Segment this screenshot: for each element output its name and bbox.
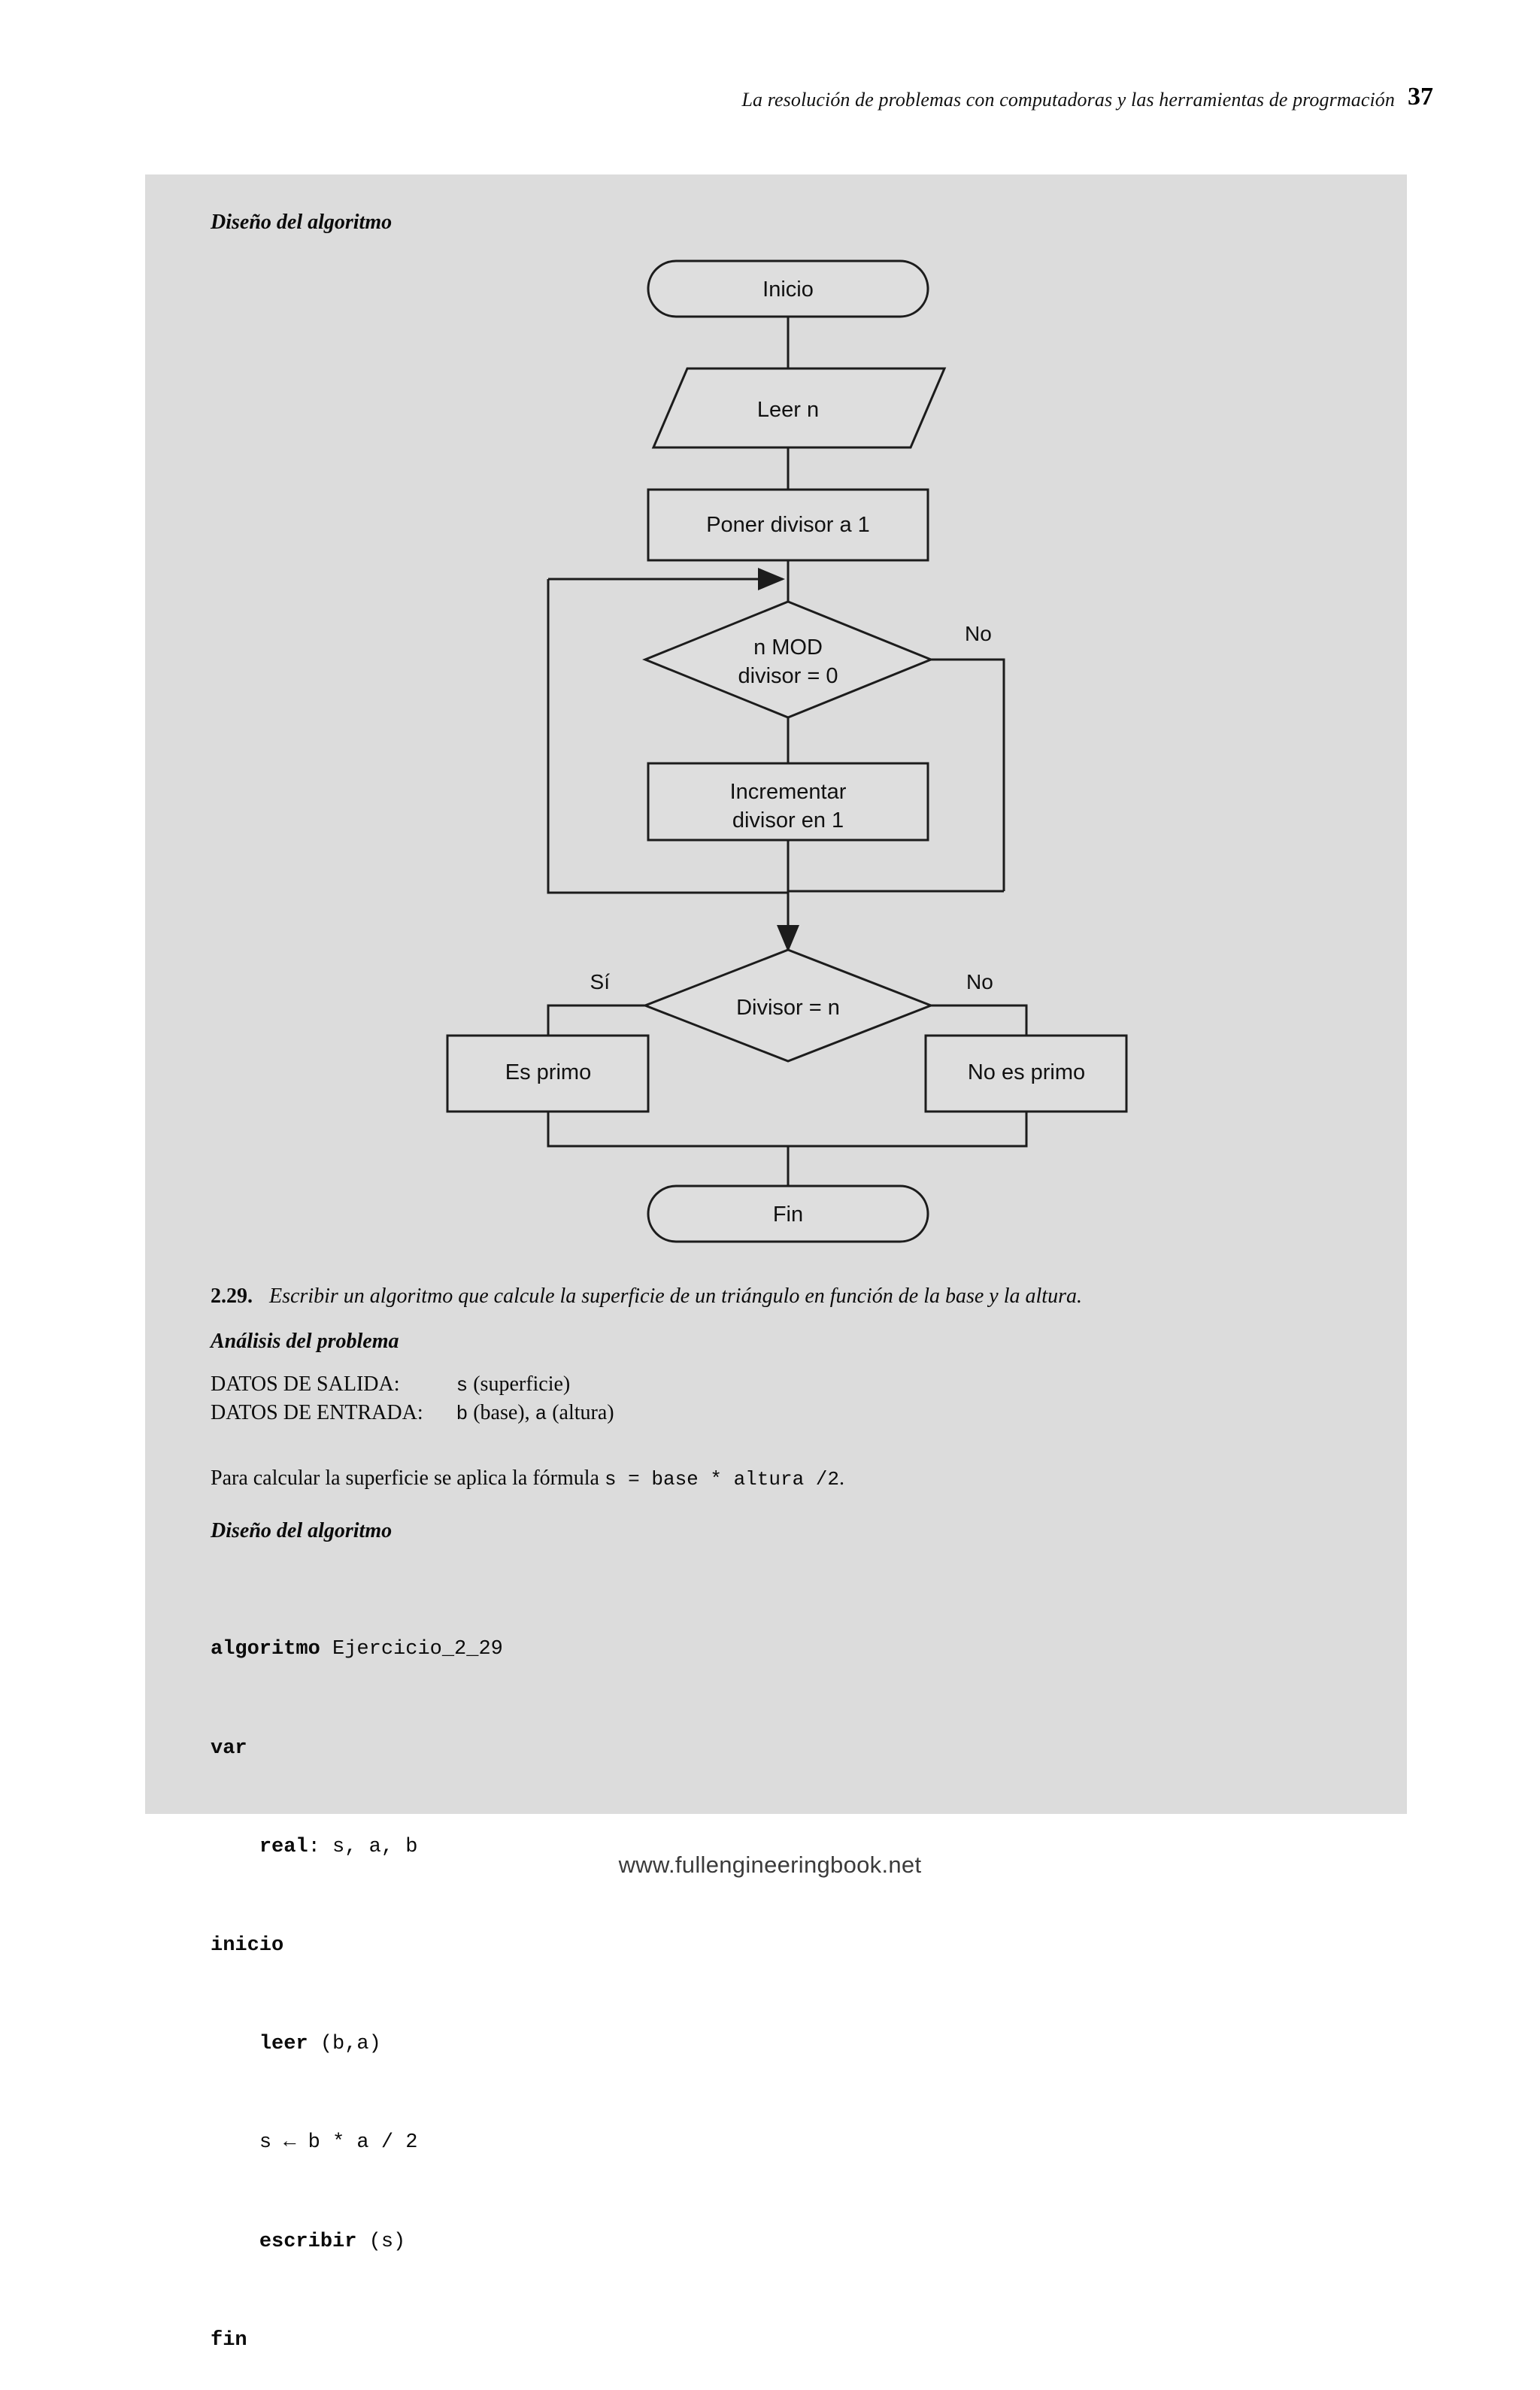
exercise-statement: 2.29. Escribir un algoritmo que calcule l… [211,1283,1082,1311]
flow-node-poner-divisor: Poner divisor a 1 [647,488,929,562]
connector-decision1-no [931,658,1005,891]
formula-paragraph: Para calcular la superficie se aplica la… [211,1465,844,1493]
running-head-title: La resolución de problemas con computado… [741,89,1395,111]
flow-node-fin-label: Fin [773,1203,803,1227]
page-number: 37 [1408,83,1433,111]
flow-edge-label-decision2-no: No [966,970,993,993]
code-text: (b,a) [308,2033,381,2056]
heading-diseno-algoritmo-top: Diseño del algoritmo [211,211,393,234]
flow-node-inicio-label: Inicio [762,278,814,302]
flow-node-incrementar: Incrementar divisor en 1 [647,762,929,842]
datos-entrada-var-a: a [535,1403,547,1425]
flow-node-decision-divisor-label: Divisor = n [736,996,840,1020]
datos-entrada-var-b: b [456,1403,468,1425]
flow-node-decision-mod-line2: divisor = 0 [738,664,838,688]
datos-salida-label: DATOS DE SALIDA: [211,1372,400,1396]
flow-node-incrementar-line2: divisor en 1 [732,808,844,833]
datos-salida-var: s [456,1374,468,1397]
flow-node-poner-divisor-label: Poner divisor a 1 [706,513,870,537]
code-keyword: inicio [211,1934,284,1958]
code-keyword: fin [211,2328,247,2352]
formula-suffix: . [839,1466,845,1490]
flow-node-es-primo: Es primo [446,1034,650,1113]
code-text: Ejercicio_2_29 [320,1638,503,1661]
code-keyword: real [259,1835,308,1858]
flow-node-es-primo-label: Es primo [505,1060,591,1084]
flow-node-decision-mod-line1: n MOD [753,635,823,660]
connector-decision2-si [547,1004,645,1036]
datos-entrada-desc-altura: (altura) [547,1401,614,1424]
flow-node-decision-divisor: Divisor = n [641,948,935,1063]
flow-node-no-es-primo: No es primo [924,1034,1128,1113]
code-line: escribir (s) [211,2226,503,2259]
datos-row-salida: DATOS DE SALIDA: s (superficie) [211,1372,614,1401]
code-keyword: leer [259,2033,308,2056]
heading-analisis-problema: Análisis del problema [211,1330,399,1353]
datos-table: DATOS DE SALIDA: s (superficie) DATOS DE… [211,1372,614,1430]
connector-no-rail-join [777,890,1004,952]
flow-node-leer-n-label: Leer n [757,398,819,422]
code-text: (s) [356,2230,406,2253]
code-text: s ← b * a / 2 [259,2131,418,2155]
flow-node-incrementar-line1: Incrementar [730,780,847,804]
footer-url: www.fullengineeringbook.net [618,1852,922,1878]
datos-salida-desc: (superficie) [468,1372,571,1396]
code-line: inicio [211,1930,503,1963]
flow-edge-label-decision2-si: Sí [590,970,611,993]
heading-diseno-algoritmo-bottom: Diseño del algoritmo [211,1519,393,1542]
flow-edge-label-decision1-no: No [965,622,992,645]
datos-entrada-value: b (base), a (altura) [456,1401,614,1430]
code-keyword: var [211,1736,247,1760]
connector-decision2-no [931,1004,1028,1036]
formula-prefix: Para calcular la superficie se aplica la… [211,1466,605,1490]
code-keyword: escribir [259,2230,357,2253]
code-line: s ← b * a / 2 [211,2127,503,2160]
datos-salida-value: s (superficie) [456,1372,614,1401]
code-line: real: s, a, b [211,1831,503,1864]
code-line: algoritmo Ejercicio_2_29 [211,1633,503,1667]
flow-node-no-es-primo-label: No es primo [968,1060,1085,1084]
pseudocode-block: algoritmo Ejercicio_2_29 var real: s, a,… [211,1568,503,2390]
datos-row-entrada: DATOS DE ENTRADA: b (base), a (altura) [211,1401,614,1430]
flow-node-leer-n: Leer n [651,367,947,449]
exercise-statement-text: Escribir un algoritmo que calcule la sup… [269,1284,1082,1308]
code-line: var [211,1733,503,1766]
datos-entrada-label: DATOS DE ENTRADA: [211,1401,423,1424]
flow-node-decision-mod: n MOD divisor = 0 [642,600,934,719]
connector-incrementar-loopback [547,579,790,894]
code-line: leer (b,a) [211,2028,503,2061]
formula-code: s = base * altura /2 [604,1468,840,1491]
exercise-number: 2.29. [211,1284,253,1308]
datos-entrada-desc-base: (base), [468,1401,535,1424]
flow-node-inicio: Inicio [647,259,929,318]
flow-node-fin: Fin [647,1184,929,1243]
connector-results-merge [547,1112,1028,1148]
code-line: fin [211,2325,503,2358]
code-keyword: algoritmo [211,1638,320,1661]
code-text: : s, a, b [308,1835,418,1858]
flowchart-prime-number: Inicio Leer n Poner divisor a 1 [145,174,1407,1265]
